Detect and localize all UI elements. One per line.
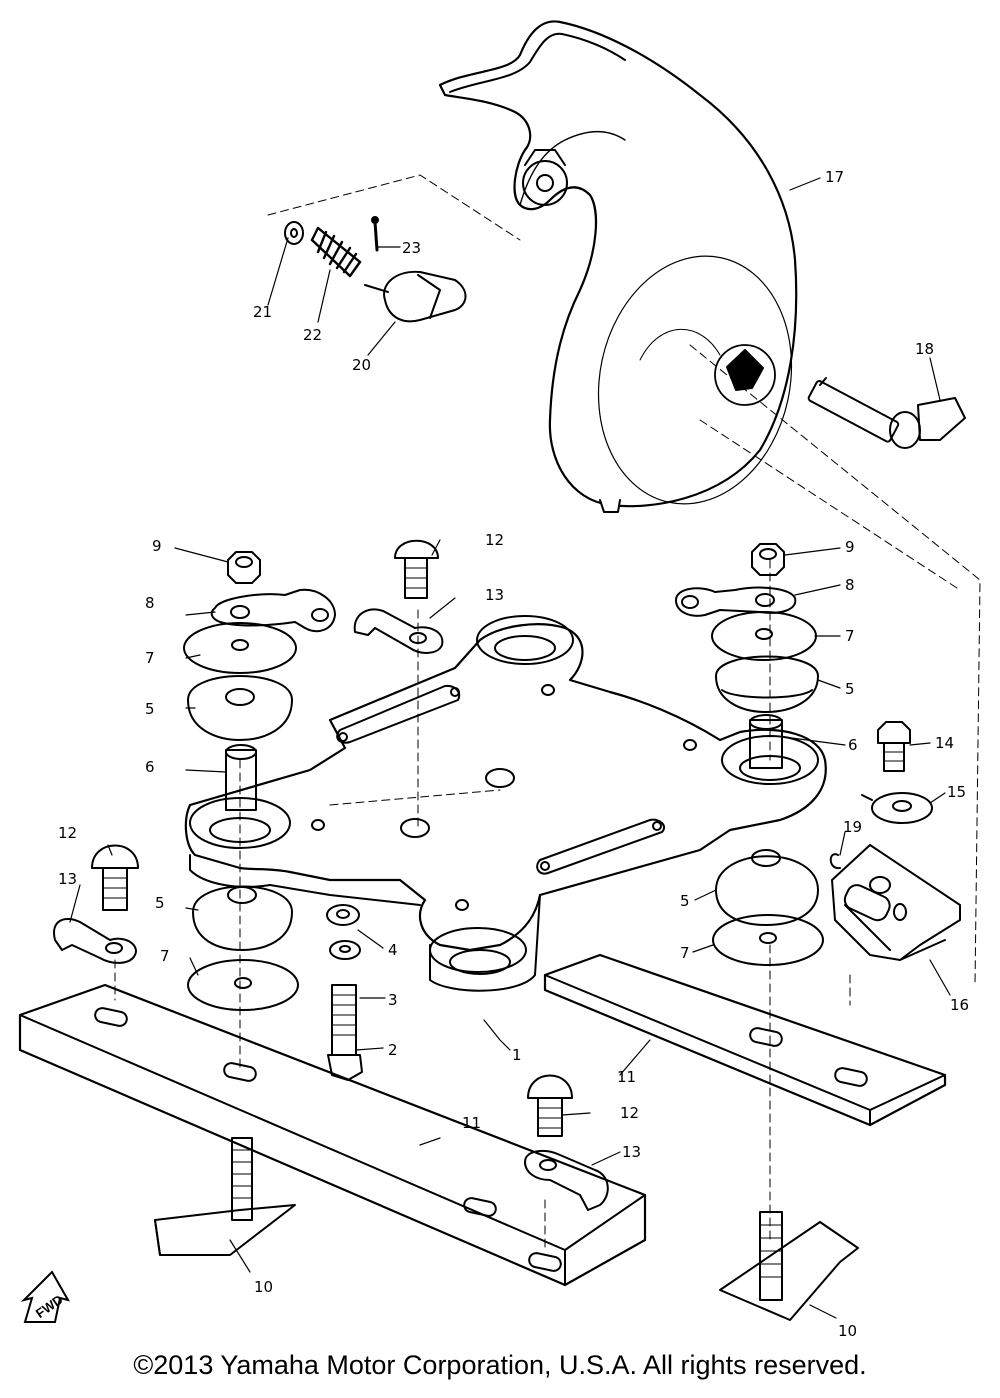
washer-7-left-bottom xyxy=(187,959,299,1011)
callout-12-bottom: 12 xyxy=(620,1104,639,1122)
clip-13-top xyxy=(353,608,444,654)
callout-15: 15 xyxy=(947,783,966,801)
bracket-16 xyxy=(831,844,961,961)
t-bolt-10-right xyxy=(719,1211,859,1321)
spring-22 xyxy=(310,226,362,278)
bolt-2 xyxy=(327,984,363,1081)
callout-10-left: 10 xyxy=(254,1278,273,1296)
callout-13-left: 13 xyxy=(58,870,77,888)
callout-21: 21 xyxy=(253,303,272,321)
callout-3: 3 xyxy=(388,991,398,1009)
rail-plate-11-right xyxy=(543,953,947,1127)
washer-3 xyxy=(329,940,361,960)
bolt-14 xyxy=(877,721,911,772)
washer-7-right-bottom xyxy=(712,914,824,966)
latch-pin-18 xyxy=(807,377,966,449)
callout-4: 4 xyxy=(388,941,398,959)
callout-22: 22 xyxy=(303,326,322,344)
fan-cover-17 xyxy=(438,20,798,513)
callout-20: 20 xyxy=(352,356,371,374)
washer-7-left-top xyxy=(183,622,297,674)
callout-8-right: 8 xyxy=(845,576,855,594)
pin-23 xyxy=(371,216,379,252)
callout-12-top: 12 xyxy=(485,531,504,549)
callout-labels: 1 2 3 4 5 5 5 5 6 6 7 7 7 7 8 8 9 9 10 1… xyxy=(58,168,969,1340)
callout-18: 18 xyxy=(915,340,934,358)
callout-5-right-bottom: 5 xyxy=(680,892,690,910)
callout-6-right: 6 xyxy=(848,736,858,754)
bolt-12-bottom xyxy=(527,1074,573,1137)
callout-11-left: 11 xyxy=(462,1114,481,1132)
nut-9-left xyxy=(227,551,261,584)
collar-6-left xyxy=(225,744,257,811)
washer-15 xyxy=(861,792,933,824)
callout-7-right-bottom: 7 xyxy=(680,944,690,962)
t-bolt-10-left xyxy=(154,1137,296,1256)
callout-5-left-bottom: 5 xyxy=(155,894,165,912)
callout-13-bottom: 13 xyxy=(622,1143,641,1161)
callout-23: 23 xyxy=(402,239,421,257)
fwd-arrow-icon: FWD xyxy=(20,1270,71,1323)
callout-19: 19 xyxy=(843,818,862,836)
leader-lines xyxy=(69,177,951,1319)
callout-10-right: 10 xyxy=(838,1322,857,1340)
callout-8-left: 8 xyxy=(145,594,155,612)
bolt-12-top xyxy=(394,539,439,599)
callout-7-right-top: 7 xyxy=(845,627,855,645)
callout-9-right: 9 xyxy=(845,538,855,556)
clip-13-left xyxy=(53,918,137,964)
callout-6-left: 6 xyxy=(145,758,155,776)
callout-5-left-top: 5 xyxy=(145,700,155,718)
clip-19 xyxy=(829,853,841,870)
plate-8-left xyxy=(210,588,336,633)
callout-7-left-bottom: 7 xyxy=(160,947,170,965)
callout-1: 1 xyxy=(512,1046,522,1064)
rubber-5-right-bottom xyxy=(715,849,819,926)
engine-bracket-1 xyxy=(184,615,827,992)
callout-11-right: 11 xyxy=(617,1068,636,1086)
rail-plate-11-left xyxy=(18,983,647,1287)
nut-9-right xyxy=(751,543,785,576)
clip-13-bottom xyxy=(524,1149,609,1211)
washer-4 xyxy=(326,904,360,926)
copyright-notice: ©2013 Yamaha Motor Corporation, U.S.A. A… xyxy=(133,1350,867,1380)
callout-7-left-top: 7 xyxy=(145,649,155,667)
callout-5-right-top: 5 xyxy=(845,680,855,698)
callout-16: 16 xyxy=(950,996,969,1014)
collar-6-right xyxy=(749,714,783,769)
callout-12-left: 12 xyxy=(58,824,77,842)
rubber-5-left-bottom xyxy=(192,885,293,951)
rubber-5-right-top xyxy=(715,655,819,713)
callout-13-top: 13 xyxy=(485,586,504,604)
callout-17: 17 xyxy=(825,168,844,186)
plate-8-right xyxy=(675,586,797,617)
washer-7-right-top xyxy=(711,611,817,661)
callout-2: 2 xyxy=(388,1041,398,1059)
rubber-5-left-top xyxy=(187,675,293,741)
callout-9-left: 9 xyxy=(152,537,162,555)
bolt-12-left xyxy=(91,844,139,911)
washer-21 xyxy=(284,221,304,245)
callout-14: 14 xyxy=(935,734,954,752)
assembly-guide-lines xyxy=(114,174,981,1251)
knob-20 xyxy=(364,270,467,323)
